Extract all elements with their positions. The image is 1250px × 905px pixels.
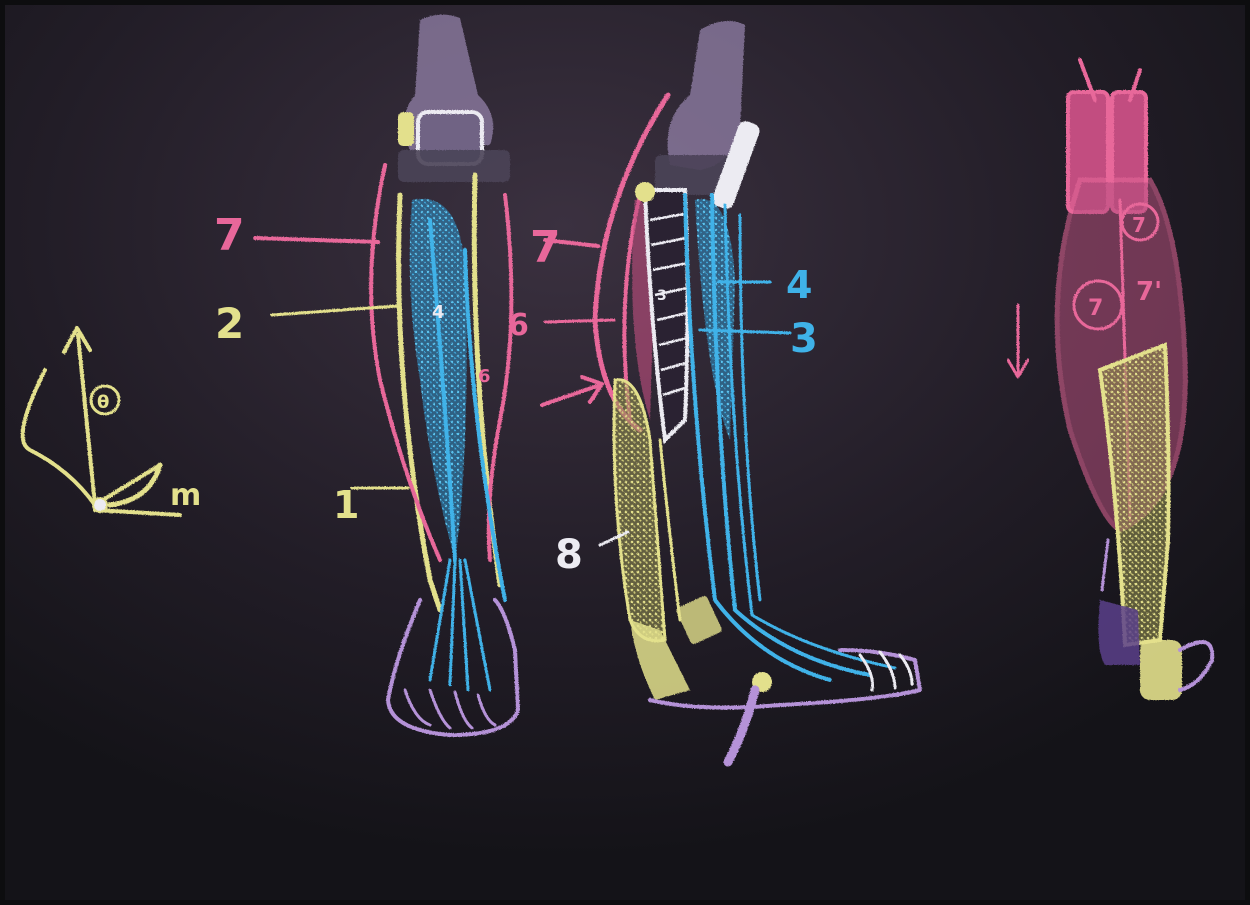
back-label-7-top: 7 bbox=[1132, 213, 1146, 237]
front-label-6-outer: 6 bbox=[508, 308, 529, 343]
side-label-8: 8 bbox=[555, 532, 583, 578]
side-label-3: 3 bbox=[790, 316, 818, 362]
front-label-7: 7 bbox=[214, 210, 245, 261]
back-label-7-left: 7 bbox=[1088, 296, 1103, 321]
side-label-7: 7 bbox=[530, 222, 561, 273]
diagram-theta-label: θ bbox=[97, 392, 109, 413]
side-label-4: 4 bbox=[786, 263, 812, 307]
back-label-7-right: 7' bbox=[1136, 277, 1162, 307]
side-label-3-inner: 3 bbox=[657, 288, 667, 304]
front-label-2: 2 bbox=[215, 299, 244, 348]
front-label-4-inner: 4 bbox=[432, 302, 445, 323]
front-label-1: 1 bbox=[333, 483, 359, 527]
diagram-m-label: m bbox=[170, 478, 201, 513]
front-label-6-inner: 6 bbox=[478, 366, 491, 387]
